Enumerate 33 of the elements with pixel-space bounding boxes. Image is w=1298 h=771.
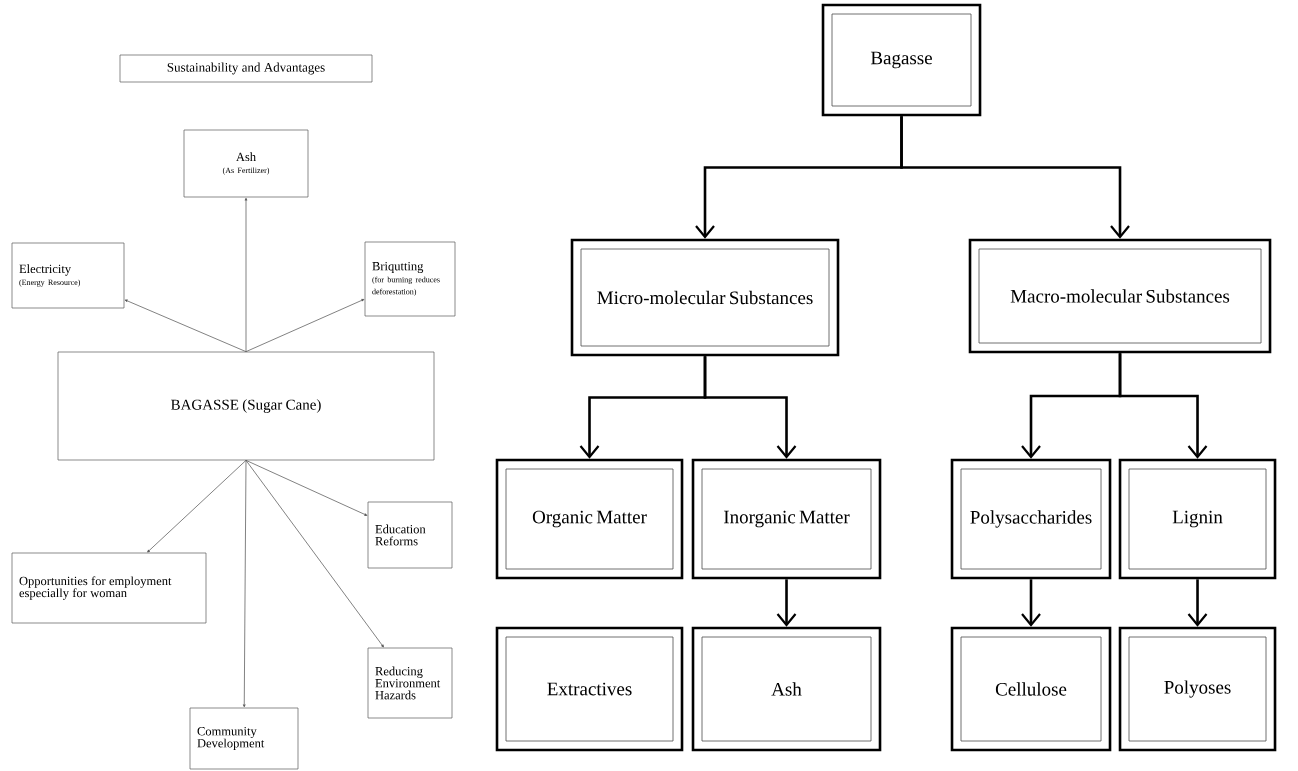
arrow <box>703 356 797 459</box>
text-box: Community Development <box>189 707 299 770</box>
double-border-box: Organic Matter <box>495 458 684 580</box>
title-box: Sustainability and Advantages <box>119 54 373 83</box>
arrow <box>1118 353 1208 459</box>
arrow <box>1021 579 1041 627</box>
arrow <box>245 460 384 648</box>
text-box: Electricity (Energy Resource) <box>11 242 125 309</box>
double-border-box: Lignin <box>1118 458 1277 580</box>
arrow <box>242 460 247 708</box>
text-box: Education Reforms <box>367 501 453 569</box>
text-box: Reducing Environment Hazards <box>367 647 453 719</box>
arrow <box>245 299 365 352</box>
arrow <box>776 579 797 627</box>
double-border-box: Macro-molecular Substances <box>968 238 1272 354</box>
arrow <box>900 116 1130 239</box>
arrow <box>147 460 247 553</box>
arrow <box>1187 579 1208 627</box>
double-border-box: Cellulose <box>950 626 1112 752</box>
arrow <box>124 299 247 352</box>
double-border-box: Ash <box>691 626 882 752</box>
double-border-box: Bagasse <box>821 3 982 117</box>
arrow <box>245 460 368 516</box>
text-box: Ash (As Fertilizer) <box>183 129 309 198</box>
text-box: Briqutting (for burning reduces deforestation) <box>364 241 456 317</box>
double-border-box: Inorganic Matter <box>691 458 882 580</box>
double-border-box: Polyoses <box>1118 626 1277 752</box>
double-border-box: Polysaccharides <box>950 458 1112 580</box>
arrow <box>244 197 248 352</box>
double-border-box: Extractives <box>495 626 684 752</box>
text-box: BAGASSE (Sugar Cane) <box>57 351 435 461</box>
text-box: Opportunities for employment especially for woman <box>11 552 207 624</box>
double-border-box: Micro-molecular Substances <box>570 238 840 357</box>
